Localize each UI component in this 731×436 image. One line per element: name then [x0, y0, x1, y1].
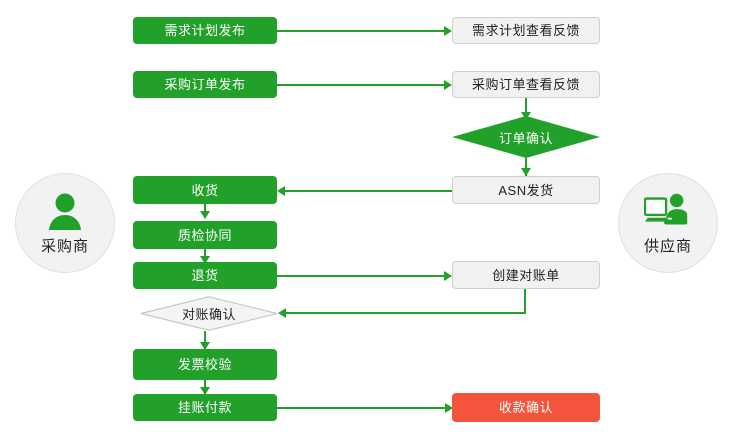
edge-return-to-create-statement — [277, 275, 445, 277]
node-po-publish[interactable]: 采购订单发布 — [133, 71, 277, 98]
node-payment-posting[interactable]: 挂账付款 — [133, 394, 277, 421]
node-label: 收货 — [191, 182, 219, 198]
arrowhead-asn-shipment — [521, 168, 531, 176]
node-label: 退货 — [191, 268, 219, 283]
node-po-feedback[interactable]: 采购订单查看反馈 — [452, 71, 600, 98]
node-receipt-confirm[interactable]: 收款确认 — [452, 393, 600, 422]
edge-po-feedback-to-order-confirm — [525, 98, 527, 118]
arrowhead-invoice-check — [200, 342, 210, 350]
node-label: 发票校验 — [177, 357, 232, 372]
arrowhead-receipt-confirm — [445, 403, 453, 413]
node-label: ASN发货 — [498, 182, 554, 198]
node-label: 质检协同 — [177, 227, 232, 243]
edge-asn-to-receiving — [285, 190, 452, 192]
node-order-confirm[interactable]: 订单确认 — [452, 116, 600, 158]
actor-supplier[interactable]: 供应商 — [618, 173, 718, 273]
node-label: 挂账付款 — [177, 400, 232, 415]
arrowhead-po-feedback — [444, 80, 452, 90]
node-label: 需求计划发布 — [164, 23, 246, 38]
node-label: 创建对账单 — [492, 267, 560, 283]
person-at-computer-icon — [644, 190, 692, 232]
node-demand-plan-feedback[interactable]: 需求计划查看反馈 — [452, 17, 600, 44]
edge-statement-confirm-to-invoice — [204, 331, 206, 349]
arrowhead-statement-confirm — [278, 308, 286, 318]
node-invoice-check[interactable]: 发票校验 — [133, 349, 277, 380]
node-quality-collab[interactable]: 质检协同 — [133, 221, 277, 249]
diamond-shape — [452, 116, 600, 158]
node-asn-shipment[interactable]: ASN发货 — [452, 176, 600, 204]
edge-create-statement-elbow-horizontal — [286, 312, 526, 314]
node-label: 收款确认 — [498, 400, 553, 415]
node-label: 采购订单发布 — [164, 77, 246, 92]
edge-demand-plan-publish-to-feedback — [277, 30, 445, 32]
arrowhead-create-statement — [444, 271, 452, 281]
person-icon — [41, 190, 89, 232]
diamond-shape — [140, 296, 278, 331]
node-label: 订单确认 — [498, 130, 553, 146]
actor-label: 采购商 — [40, 238, 89, 255]
edge-po-publish-to-feedback — [277, 84, 445, 86]
node-receiving[interactable]: 收货 — [133, 176, 277, 204]
node-return-goods[interactable]: 退货 — [133, 262, 277, 289]
node-label: 需求计划查看反馈 — [471, 23, 580, 38]
arrowhead-demand-plan-feedback — [444, 26, 452, 36]
arrowhead-return-goods — [200, 256, 210, 264]
arrowhead-payment-posting — [200, 387, 210, 395]
actor-label: 供应商 — [643, 238, 692, 255]
node-demand-plan-publish[interactable]: 需求计划发布 — [133, 17, 277, 44]
edge-payment-to-receipt-confirm — [277, 407, 447, 409]
arrowhead-quality-collab — [200, 211, 210, 219]
node-create-statement[interactable]: 创建对账单 — [452, 261, 600, 289]
actor-buyer[interactable]: 采购商 — [15, 173, 115, 273]
node-label: 采购订单查看反馈 — [471, 77, 580, 92]
edge-order-confirm-to-asn — [525, 158, 527, 176]
node-label: 对账确认 — [181, 307, 236, 322]
node-statement-confirm[interactable]: 对账确认 — [140, 296, 278, 331]
arrowhead-receiving — [277, 186, 285, 196]
edge-create-statement-elbow-vertical — [524, 289, 526, 314]
